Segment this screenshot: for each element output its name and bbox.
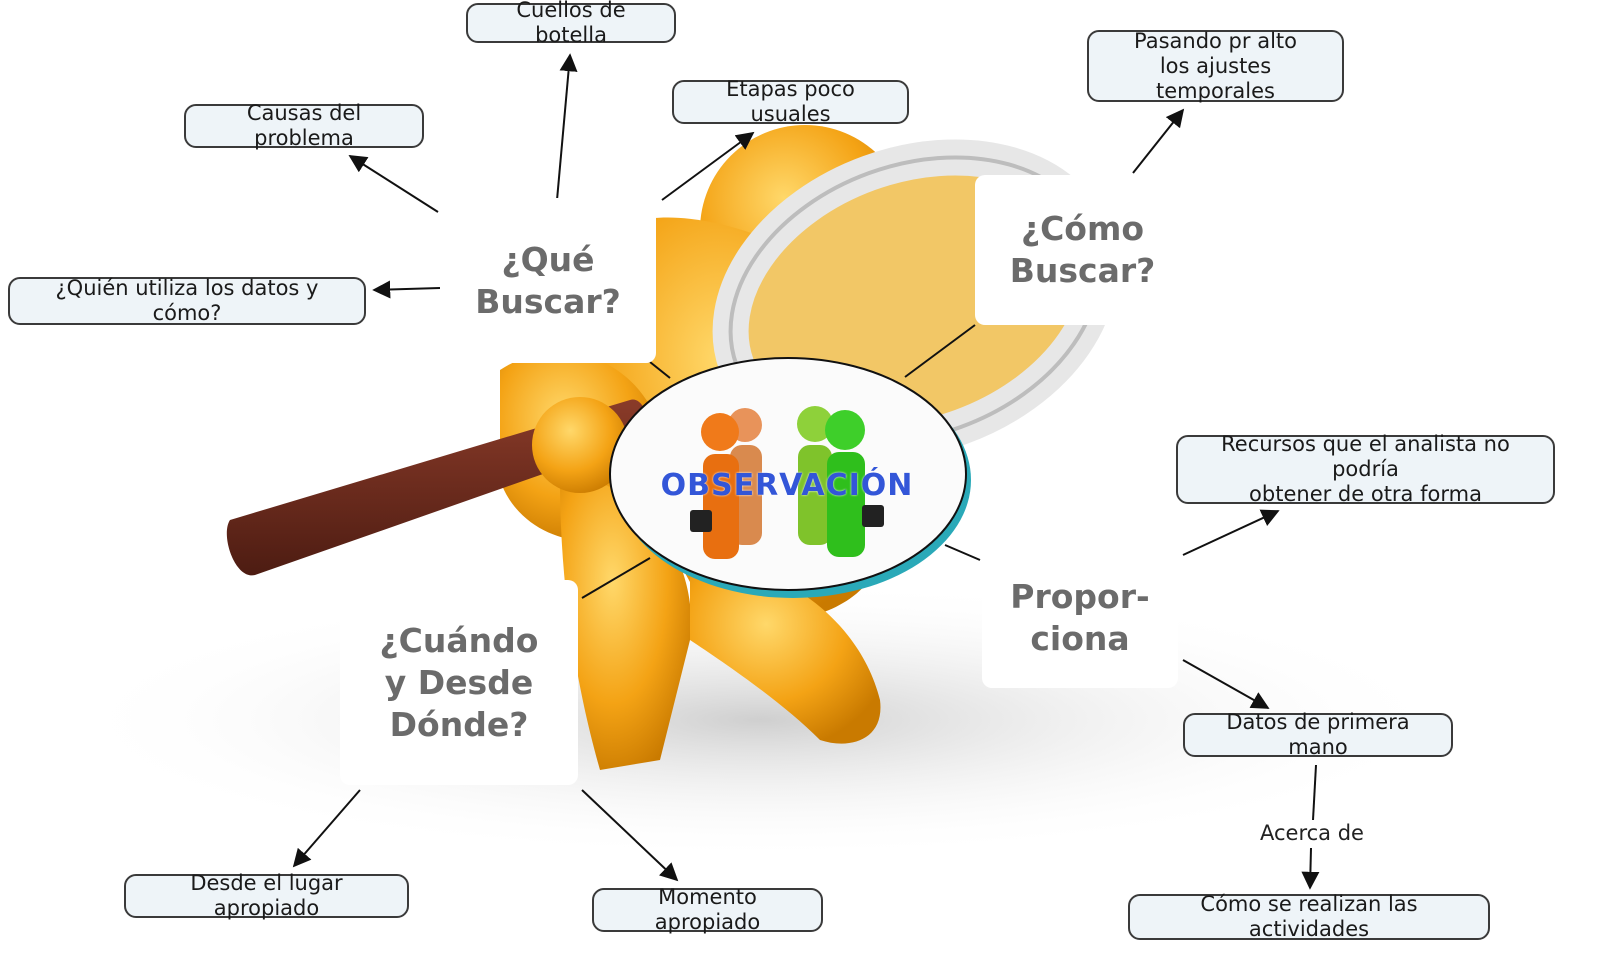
concept-desde-el-lugar-apropiado[interactable]: Desde el lugar apropiado [124, 871, 409, 920]
concept-recursos-del-analista[interactable]: Recursos que el analista no podría obten… [1176, 432, 1555, 506]
hub-proporciona[interactable]: Propor- ciona [982, 548, 1178, 688]
concept-momento-apropiado[interactable]: Momento apropiado [592, 885, 823, 934]
gold-hand [532, 397, 628, 493]
link-label-acerca-de: Acerca de [1260, 821, 1364, 845]
concept-etapas-poco-usuales[interactable]: Etapas poco usuales [672, 77, 909, 126]
connectors [292, 53, 1320, 890]
hub-como-buscar[interactable]: ¿Cómo Buscar? [975, 175, 1190, 325]
concept-pasando-por-alto[interactable]: Pasando pr alto los ajustes temporales [1087, 29, 1344, 103]
people-group-icon [690, 406, 884, 559]
center-title: OBSERVACIÓN [660, 468, 914, 503]
concept-como-se-realizan-actividades[interactable]: Cómo se realizan las actividades [1128, 892, 1490, 941]
concept-datos-de-primera-mano[interactable]: Datos de primera mano [1183, 710, 1453, 759]
concept-cuellos-de-botella[interactable]: Cuellos de botella [466, 0, 676, 47]
concept-causas-del-problema[interactable]: Causas del problema [184, 101, 424, 150]
hub-que-buscar[interactable]: ¿Qué Buscar? [440, 198, 656, 363]
concept-quien-utiliza-los-datos[interactable]: ¿Quién utiliza los datos y cómo? [8, 276, 366, 325]
hub-cuando-desde-donde[interactable]: ¿Cuándo y Desde Dónde? [340, 580, 578, 785]
